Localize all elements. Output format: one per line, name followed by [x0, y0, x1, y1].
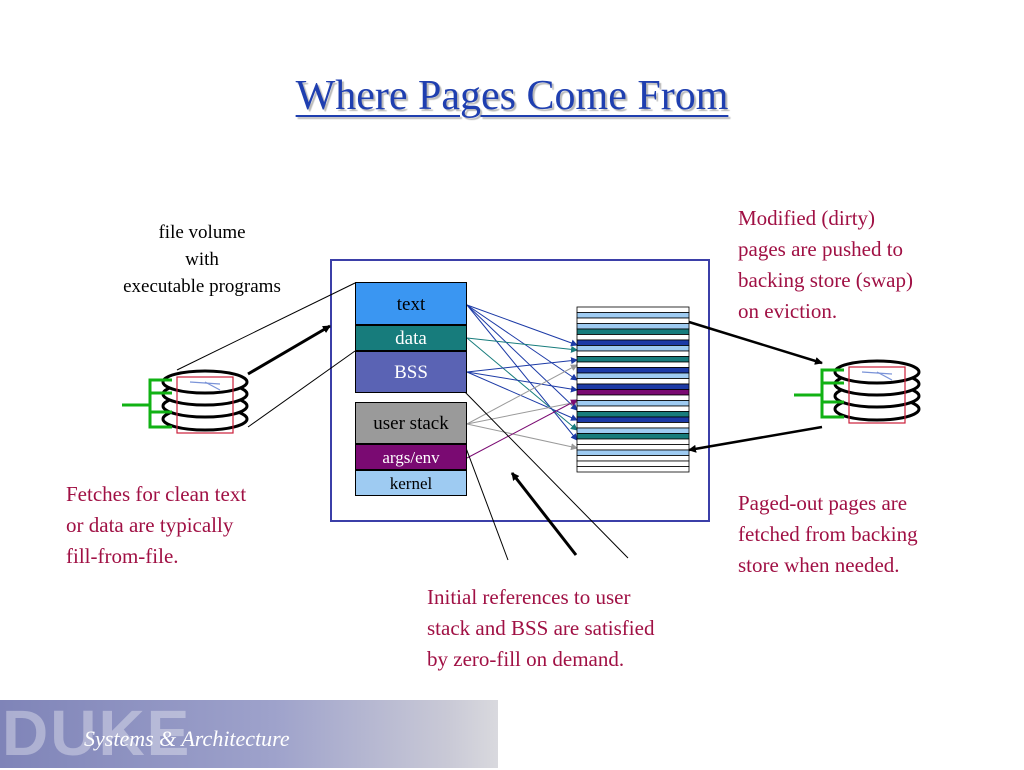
callout-line: Initial references to user — [427, 585, 631, 609]
memory-frame — [576, 356, 690, 363]
page-mapping-arrows — [466, 304, 578, 459]
paged-out-callout: Paged-out pages are fetched from backing… — [738, 488, 1008, 581]
memory-frame — [576, 433, 690, 440]
address-space-frame — [330, 259, 710, 522]
footer-subtitle: Systems & Architecture — [84, 726, 290, 751]
memory-frame — [576, 444, 690, 451]
file-volume-label: file volume with executable programs — [82, 219, 322, 300]
segment-text: text — [355, 282, 467, 325]
duke-logo: DUKE — [2, 697, 192, 769]
memory-frame — [576, 317, 690, 324]
memory-frame — [576, 449, 690, 456]
memory-frame — [576, 455, 690, 462]
memory-frame — [576, 416, 690, 423]
memory-frame — [576, 334, 690, 341]
slide-title: Where Pages Come From — [295, 73, 729, 119]
file-volume-line: executable programs — [123, 276, 281, 297]
callout-line: by zero-fill on demand. — [427, 647, 625, 671]
file-volume-line: file volume — [158, 222, 246, 243]
memory-frame — [576, 345, 690, 352]
segment-args-env: args/env — [355, 444, 467, 470]
memory-frame — [576, 367, 690, 374]
callout-line: Modified (dirty) — [738, 206, 876, 230]
segment-data: data — [355, 325, 467, 351]
memory-frame — [576, 312, 690, 319]
callout-line: on eviction. — [738, 299, 838, 323]
memory-frame — [576, 389, 690, 396]
memory-frame — [576, 372, 690, 379]
memory-frame — [576, 378, 690, 385]
callout-line: fill-from-file. — [66, 544, 179, 568]
memory-frame — [576, 460, 690, 467]
file-volume-line: with — [185, 249, 219, 270]
clean-fetch-callout: Fetches for clean text or data are typic… — [66, 479, 326, 572]
callout-line: pages are pushed to — [738, 237, 904, 261]
memory-frame — [576, 306, 690, 313]
memory-frame — [576, 339, 690, 346]
memory-frame — [576, 411, 690, 418]
callout-line: Fetches for clean text — [66, 482, 247, 506]
memory-frame — [576, 405, 690, 412]
footer-band — [0, 700, 498, 768]
physical-memory-frames — [576, 306, 690, 473]
segment-user-stack: user stack — [355, 402, 467, 444]
segment-bss: BSS — [355, 351, 467, 393]
segment-kernel: kernel — [355, 470, 467, 496]
memory-frame — [576, 466, 690, 473]
memory-frame — [576, 361, 690, 368]
callout-line: or data are typically — [66, 513, 234, 537]
memory-frame — [576, 394, 690, 401]
callout-line: stack and BSS are satisfied — [427, 616, 655, 640]
zero-fill-callout: Initial references to user stack and BSS… — [427, 582, 727, 675]
memory-frame — [576, 438, 690, 445]
memory-frame — [576, 383, 690, 390]
dirty-pages-callout: Modified (dirty) pages are pushed to bac… — [738, 203, 1018, 327]
callout-line: Paged-out pages are — [738, 491, 908, 515]
memory-frame — [576, 422, 690, 429]
memory-frame — [576, 323, 690, 330]
memory-frame — [576, 350, 690, 357]
file-volume-disk-icon — [122, 369, 249, 434]
swap-disk-icon — [794, 359, 921, 424]
callout-line: fetched from backing — [738, 522, 918, 546]
memory-frame — [576, 328, 690, 335]
memory-frame — [576, 400, 690, 407]
callout-line: store when needed. — [738, 553, 900, 577]
callout-line: backing store (swap) — [738, 268, 913, 292]
memory-frame — [576, 427, 690, 434]
